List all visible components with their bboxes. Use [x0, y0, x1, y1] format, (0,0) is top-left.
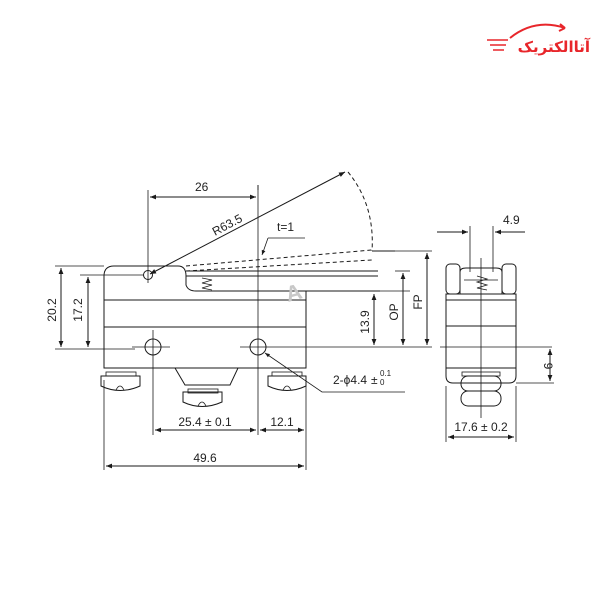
dim-9: 9	[541, 363, 555, 370]
dim-17-2: 17.2	[71, 298, 85, 322]
dim-13-9: 13.9	[358, 310, 372, 334]
terminal-right	[267, 371, 307, 391]
dim-radius: R63.5	[210, 211, 245, 239]
dim-26: 26	[195, 180, 209, 194]
svg-text:0.1: 0.1	[380, 369, 392, 378]
switch-body	[103, 265, 307, 369]
switch-body-end	[445, 293, 517, 384]
terminal-left	[100, 371, 141, 391]
dim-op: OP	[387, 303, 401, 320]
speed-lines-icon	[487, 39, 508, 51]
dim-mounting-holes: 2-ϕ4.4 ± 0.1 0	[333, 369, 392, 387]
dim-fp: FP	[411, 294, 425, 309]
watermark: A	[283, 279, 305, 307]
spring-icon	[201, 277, 213, 291]
lever-arc	[347, 171, 373, 252]
brand-logo: آتاالکتریک	[487, 23, 591, 56]
swoosh-icon	[509, 23, 566, 39]
spring-icon-end	[475, 275, 489, 291]
svg-text:0: 0	[380, 378, 385, 387]
logo-text: آتاالکتریک	[518, 38, 591, 56]
dim-17-6: 17.6 ± 0.2	[454, 420, 508, 434]
side-view: R63.5 t=1	[45, 171, 432, 470]
svg-text:±: ±	[371, 373, 378, 387]
dim-20-2: 20.2	[45, 298, 59, 322]
end-view: 4.9 9 17.6 ± 0.2	[437, 213, 555, 442]
dim-25-4: 25.4 ± 0.1	[178, 415, 232, 429]
dim-49-6: 49.6	[193, 451, 217, 465]
dim-12-1: 12.1	[270, 415, 294, 429]
dim-4-9: 4.9	[503, 213, 520, 227]
svg-text:2-ϕ4.4: 2-ϕ4.4	[333, 373, 367, 387]
dim-thickness: t=1	[277, 220, 294, 234]
terminal-middle	[182, 388, 223, 407]
